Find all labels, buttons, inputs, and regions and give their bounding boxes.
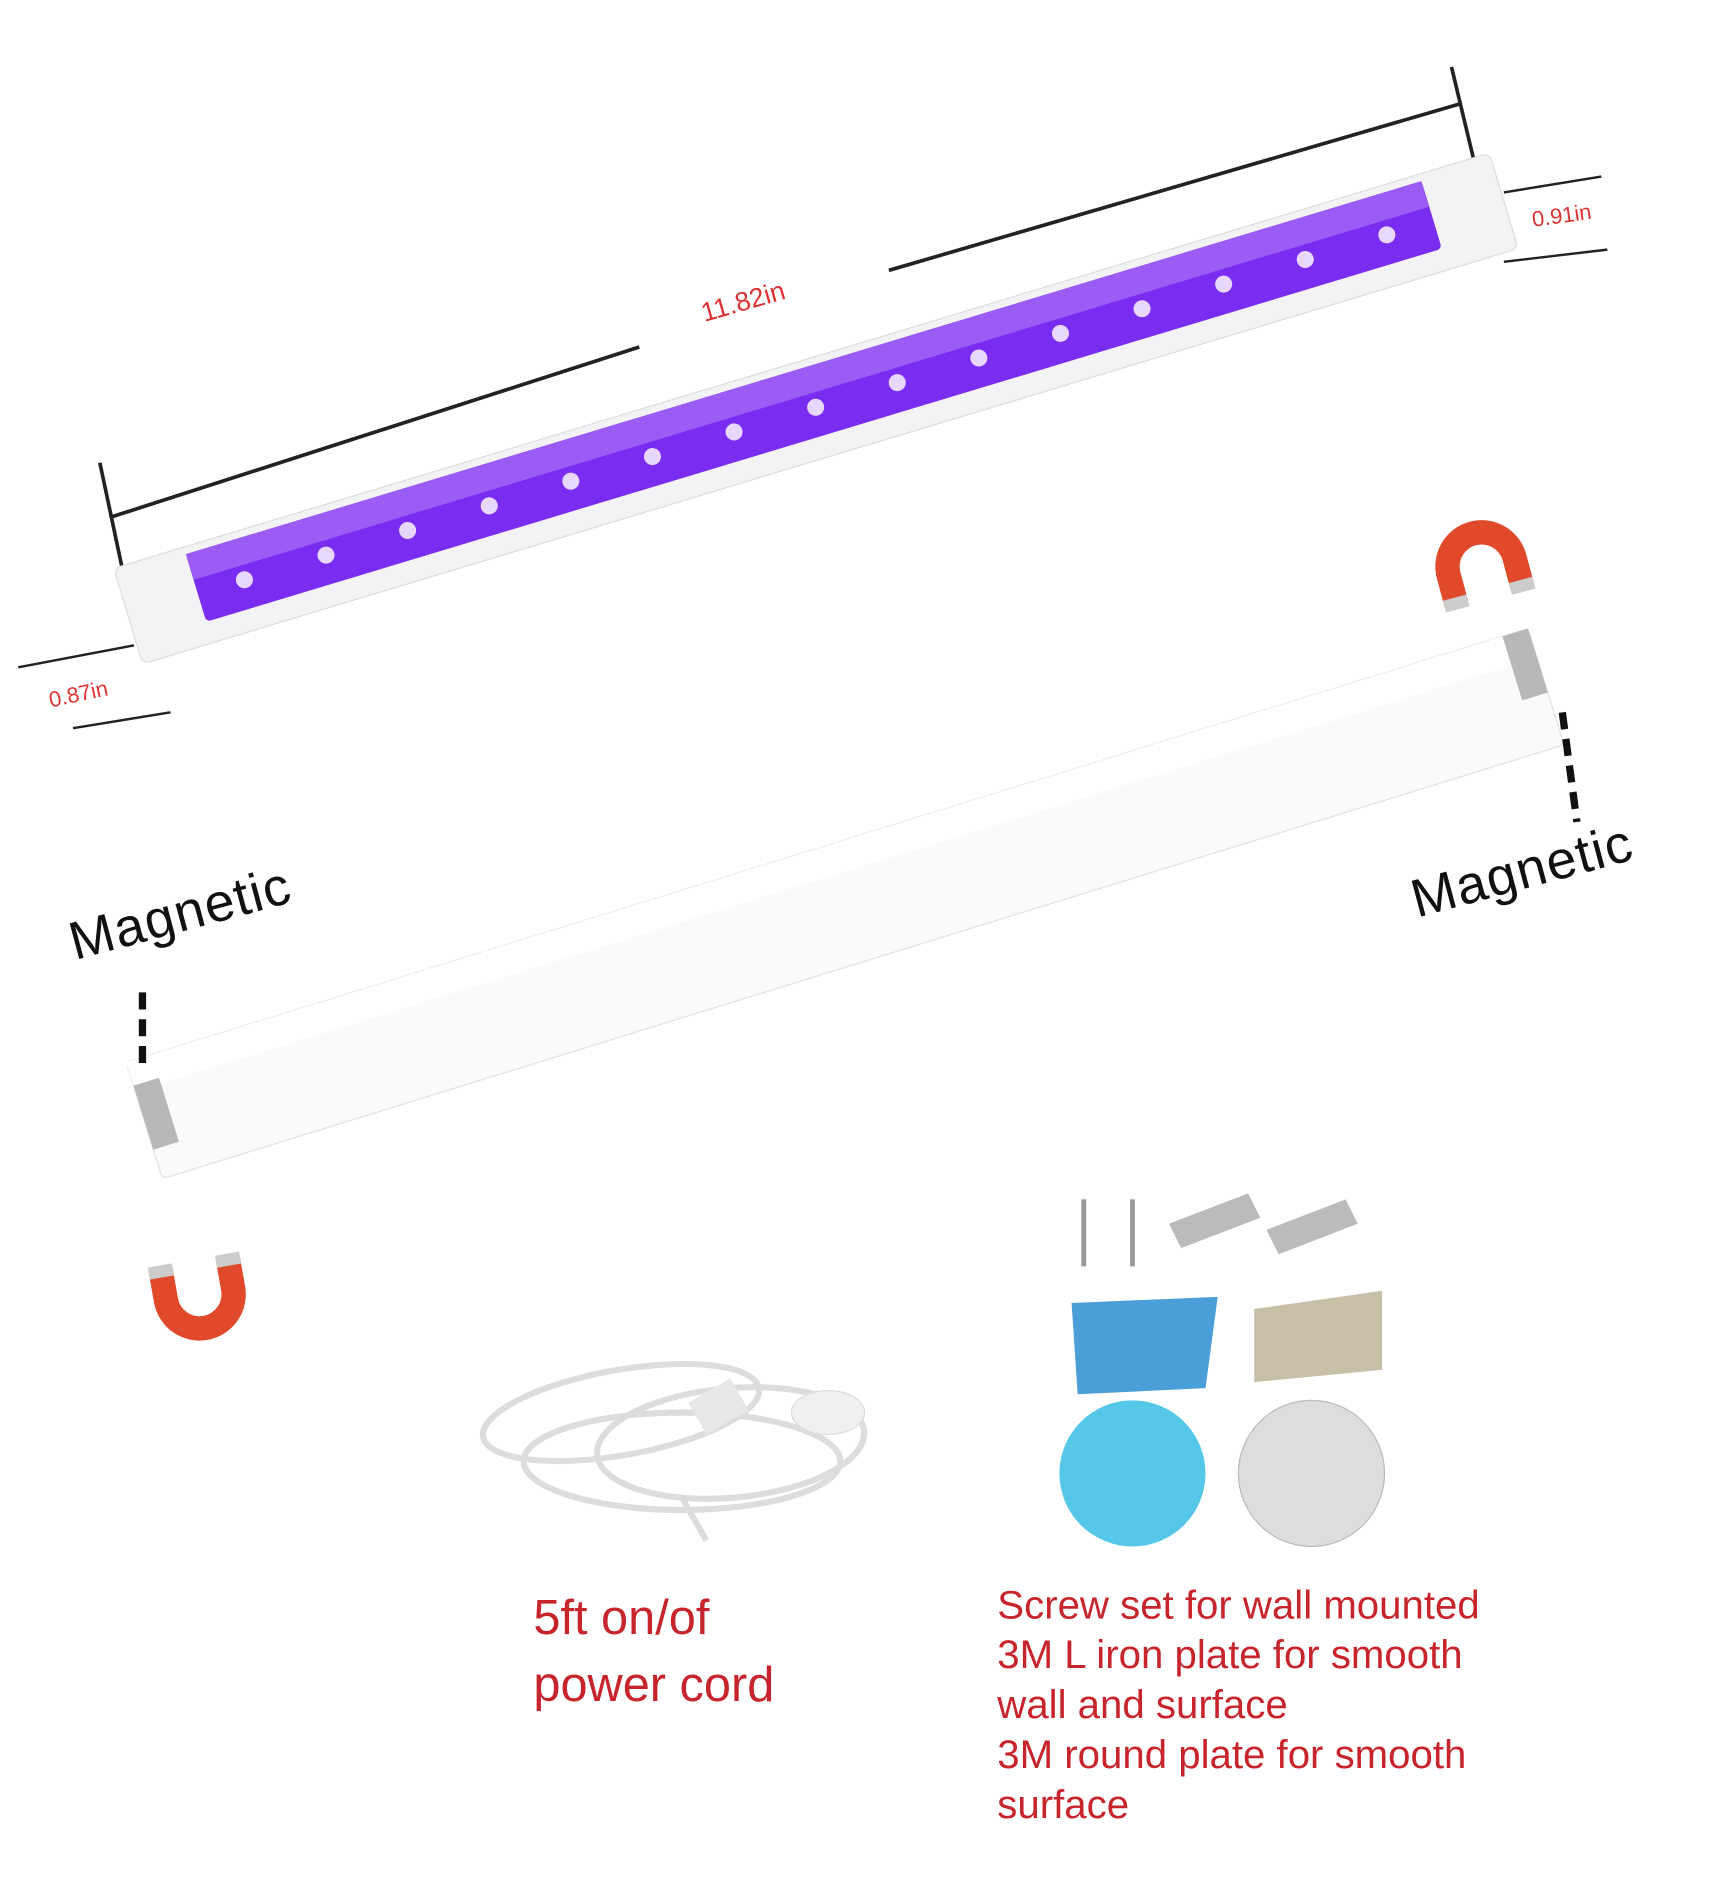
caption-line: 5ft on/of — [533, 1591, 710, 1646]
accessories-caption: Screw set for wall mounted 3M L iron pla… — [997, 1579, 1479, 1829]
white-bar — [126, 628, 1564, 1179]
dimension-lines — [18, 66, 1608, 730]
caption-line: surface — [997, 1781, 1130, 1827]
uv-light-bar — [114, 154, 1518, 663]
accessories-image — [1059, 1193, 1386, 1548]
power-cord-image — [479, 1360, 868, 1542]
caption-line: 3M L iron plate for smooth — [997, 1631, 1463, 1677]
caption-line: power cord — [533, 1658, 775, 1713]
caption-line: 3M round plate for smooth — [997, 1731, 1467, 1777]
caption-line: Screw set for wall mounted — [997, 1581, 1480, 1627]
magnet-icon — [147, 1251, 246, 1341]
caption-line: wall and surface — [997, 1681, 1288, 1727]
cord-caption: 5ft on/of power cord — [533, 1585, 774, 1719]
magnet-icon — [1435, 520, 1536, 613]
